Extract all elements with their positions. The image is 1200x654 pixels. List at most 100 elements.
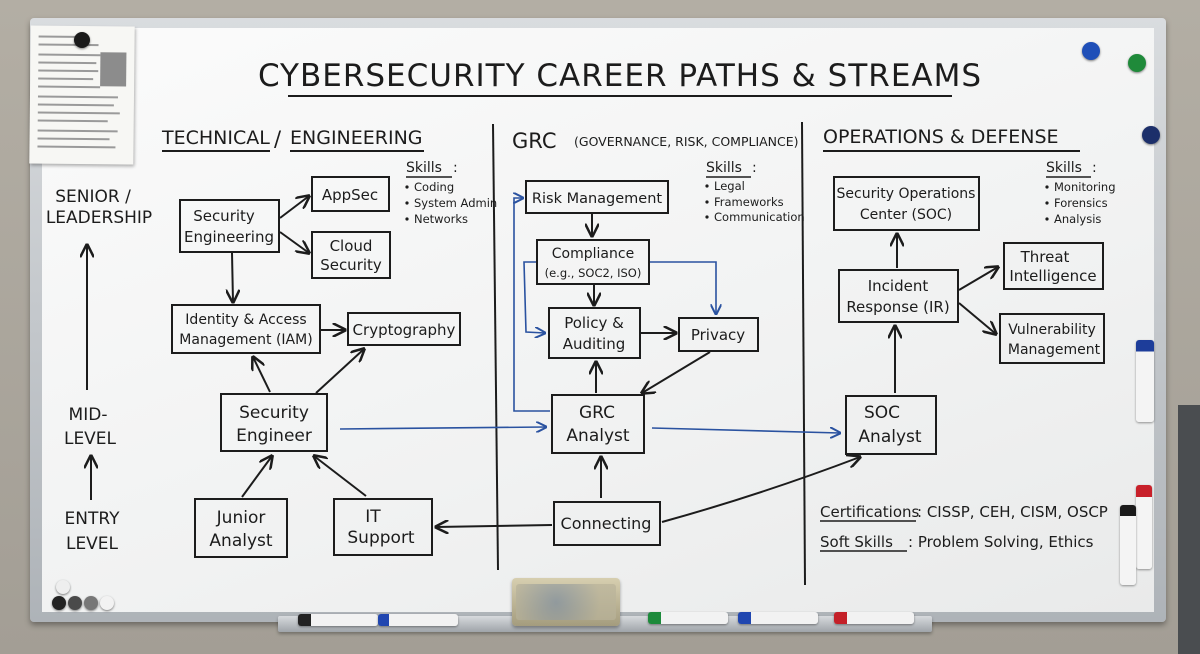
node-grc-analyst-box[interactable] bbox=[551, 394, 645, 454]
skill-technical-1: Coding bbox=[414, 180, 454, 194]
node-cloud-security-2: Security bbox=[320, 256, 382, 274]
magnet-green[interactable] bbox=[1128, 54, 1146, 72]
magnet-blue[interactable] bbox=[1082, 42, 1100, 60]
node-security-engineer-box[interactable] bbox=[220, 393, 328, 452]
node-it-support-1: IT bbox=[365, 507, 381, 527]
arrow-blue-grc-soc bbox=[651, 428, 840, 433]
arrow-ir-threat bbox=[958, 267, 998, 291]
node-soc-analyst-box[interactable] bbox=[845, 395, 937, 455]
node-cloud-security-1: Cloud bbox=[330, 237, 373, 255]
skill-grc-2: Frameworks bbox=[714, 195, 784, 209]
skill-ops-2: Forensics bbox=[1054, 196, 1108, 210]
level-entry-2: LEVEL bbox=[66, 534, 119, 554]
heading-technical: TECHNICAL bbox=[161, 127, 270, 149]
node-incident-response-box[interactable] bbox=[838, 269, 959, 323]
node-iam-1: Identity & Access bbox=[185, 312, 306, 328]
note-cert-label: Certifications bbox=[820, 503, 920, 521]
magnet-gray-2[interactable] bbox=[84, 596, 98, 610]
node-risk-management-box[interactable] bbox=[525, 180, 669, 214]
divider-right bbox=[801, 121, 806, 586]
node-threat-intel-box[interactable] bbox=[1003, 242, 1104, 290]
node-threat-intel-2: Intelligence bbox=[1009, 267, 1096, 285]
node-soc-2: Center (SOC) bbox=[860, 207, 952, 223]
note-soft-value: : Problem Solving, Ethics bbox=[908, 533, 1094, 551]
node-it-support-box[interactable] bbox=[333, 498, 433, 556]
magnet-white-2[interactable] bbox=[100, 596, 114, 610]
marker-black-standing[interactable] bbox=[1120, 505, 1136, 585]
node-junior-analyst-box[interactable] bbox=[194, 498, 288, 558]
tray-marker-red[interactable] bbox=[834, 612, 914, 624]
node-cryptography-box[interactable] bbox=[347, 312, 461, 346]
node-risk-management: Risk Management bbox=[532, 191, 662, 207]
arrow-privacy-grc bbox=[642, 351, 711, 393]
node-security-engineering-box[interactable] bbox=[179, 199, 280, 253]
eraser[interactable] bbox=[512, 578, 620, 626]
magnet-gray[interactable] bbox=[68, 596, 82, 610]
marker-blue-standing[interactable] bbox=[1136, 340, 1154, 422]
magnet-white[interactable] bbox=[56, 580, 70, 594]
heading-grc: GRC bbox=[512, 129, 556, 153]
marker-red-standing[interactable] bbox=[1136, 485, 1152, 569]
magnet-black-2[interactable] bbox=[52, 596, 66, 610]
node-junior-analyst-1: Junior bbox=[216, 508, 266, 528]
arrow-itsupport-engineer bbox=[314, 456, 367, 497]
arrow-blue-grc-risk bbox=[514, 198, 550, 412]
node-incident-response-2: Response (IR) bbox=[846, 298, 949, 316]
arrow-engineer-crypto bbox=[315, 349, 364, 394]
node-vuln-mgmt-1: Vulnerability bbox=[1008, 322, 1096, 338]
node-connecting: Connecting bbox=[561, 514, 652, 533]
node-iam-box[interactable] bbox=[171, 304, 321, 354]
arrow-seceng-appsec bbox=[279, 196, 309, 219]
board-title: CYBERSECURITY CAREER PATHS & STREAMS bbox=[258, 58, 982, 94]
tray-marker-blue[interactable] bbox=[378, 614, 458, 626]
svg-text::: : bbox=[1092, 160, 1097, 176]
node-vuln-mgmt-box[interactable] bbox=[999, 313, 1105, 364]
node-cryptography: Cryptography bbox=[353, 321, 456, 339]
node-security-engineer-1: Security bbox=[239, 403, 309, 423]
skills-label-ops: Skills bbox=[1046, 160, 1082, 176]
level-mid-1: MID- bbox=[69, 405, 108, 425]
arrow-seceng-cloud bbox=[279, 231, 309, 253]
arrow-seceng-iam bbox=[232, 252, 233, 302]
node-connecting-box[interactable] bbox=[553, 501, 661, 546]
node-grc-analyst-2: Analyst bbox=[566, 426, 629, 446]
tray-marker-black[interactable] bbox=[298, 614, 378, 626]
magnet-black[interactable] bbox=[74, 32, 90, 48]
arrow-junior-engineer bbox=[241, 456, 272, 498]
node-soc-analyst-2: Analyst bbox=[858, 427, 921, 447]
note-cert-value: : CISSP, CEH, CISM, OSCP bbox=[917, 503, 1108, 521]
node-security-engineering-2: Engineering bbox=[184, 228, 274, 246]
node-policy-auditing-2: Auditing bbox=[563, 335, 626, 353]
level-entry-1: ENTRY bbox=[65, 509, 121, 529]
magnet-navy[interactable] bbox=[1142, 126, 1160, 144]
node-policy-auditing-box[interactable] bbox=[548, 307, 641, 359]
side-panel bbox=[1178, 405, 1200, 654]
node-policy-auditing-1: Policy & bbox=[564, 314, 624, 332]
node-it-support-2: Support bbox=[347, 528, 415, 548]
node-security-engineer-2: Engineer bbox=[236, 426, 312, 446]
tray-marker-blue-2[interactable] bbox=[738, 612, 818, 624]
node-compliance-1: Compliance bbox=[552, 246, 634, 262]
node-appsec: AppSec bbox=[322, 186, 378, 204]
level-mid-2: LEVEL bbox=[64, 429, 117, 449]
arrow-blue-compliance-policy bbox=[523, 261, 545, 333]
skill-grc-1: Legal bbox=[714, 179, 745, 193]
node-security-engineering-1: Security bbox=[193, 207, 255, 225]
note-soft-label: Soft Skills bbox=[820, 533, 893, 551]
tray-marker-green[interactable] bbox=[648, 612, 728, 624]
arrow-engineer-iam bbox=[253, 357, 271, 393]
skills-label-technical: Skills bbox=[406, 160, 442, 176]
node-grc-analyst-1: GRC bbox=[579, 403, 615, 423]
node-privacy-box[interactable] bbox=[678, 317, 759, 352]
skill-technical-2: System Admin bbox=[414, 196, 497, 210]
node-compliance-box[interactable] bbox=[536, 239, 650, 285]
skill-grc-3: Communication bbox=[714, 210, 805, 224]
heading-ops: OPERATIONS & DEFENSE bbox=[823, 126, 1059, 148]
node-soc-box[interactable] bbox=[833, 176, 980, 231]
svg-text::: : bbox=[453, 160, 458, 176]
arrow-blue-compliance-privacy bbox=[650, 261, 716, 314]
arrow-connecting-itsupport bbox=[436, 525, 553, 527]
arrow-connecting-soc-analyst bbox=[661, 457, 860, 523]
node-soc-1: Security Operations bbox=[837, 186, 976, 202]
